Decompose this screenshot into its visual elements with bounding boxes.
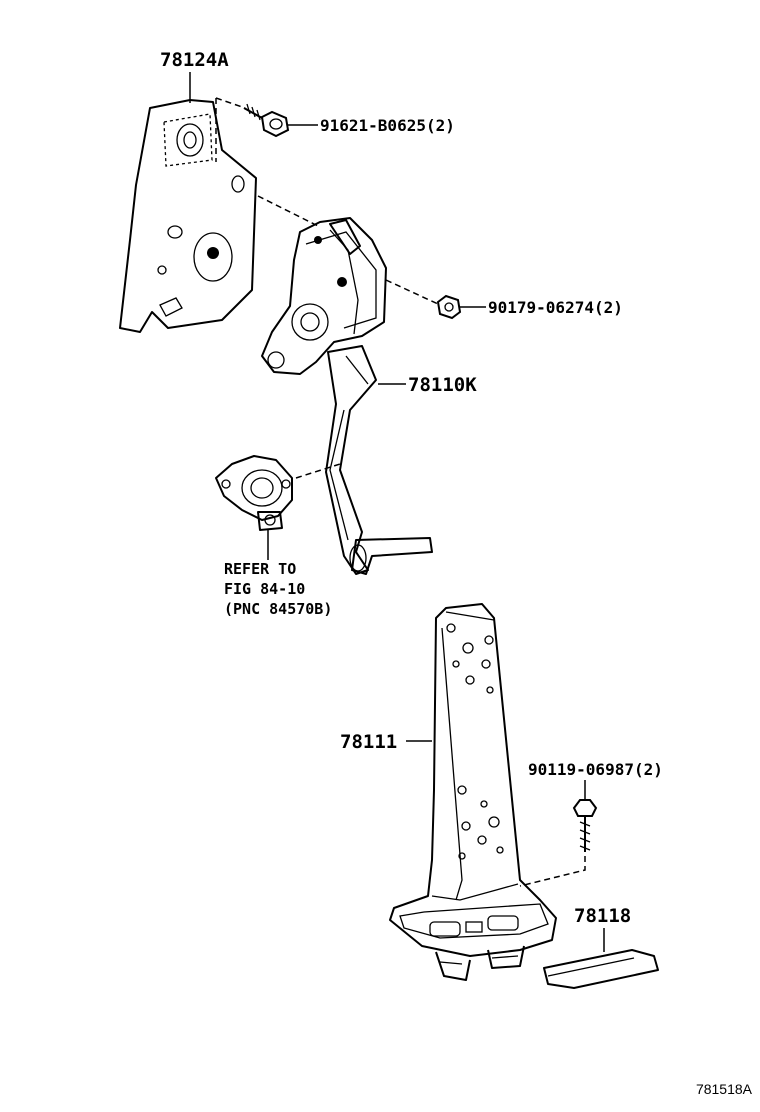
figure-id: 781518A (696, 1081, 753, 1097)
label-78110k: 78110K (408, 374, 477, 396)
refer-line2: FIG 84-10 (224, 580, 305, 598)
dash-bracket-bolt (215, 97, 246, 109)
bolt-91621 (243, 103, 290, 138)
refer-line1: REFER TO (224, 560, 296, 578)
pedal-pad-78111 (389, 603, 557, 981)
dash-arm-nut (385, 279, 439, 305)
label-78111: 78111 (340, 731, 397, 753)
pedal-arm-78110k (261, 217, 433, 575)
refer-line3: (PNC 84570B) (224, 600, 332, 618)
cover-78118 (543, 949, 659, 989)
bolt-90119 (572, 799, 598, 852)
position-sensor (215, 455, 293, 531)
pedal-holes (446, 623, 504, 860)
dash-sensor-arm (295, 463, 341, 479)
bracket-78124a (119, 99, 257, 333)
label-90179: 90179-06274(2) (488, 298, 623, 317)
label-78124a: 78124A (160, 49, 229, 71)
dash-bracket-arm (257, 195, 319, 227)
label-78118: 78118 (574, 905, 631, 927)
nut-90179 (436, 294, 462, 320)
label-90119: 90119-06987(2) (528, 760, 663, 779)
label-91621: 91621-B0625(2) (320, 116, 455, 135)
dash-bolt-pedal (519, 856, 586, 887)
